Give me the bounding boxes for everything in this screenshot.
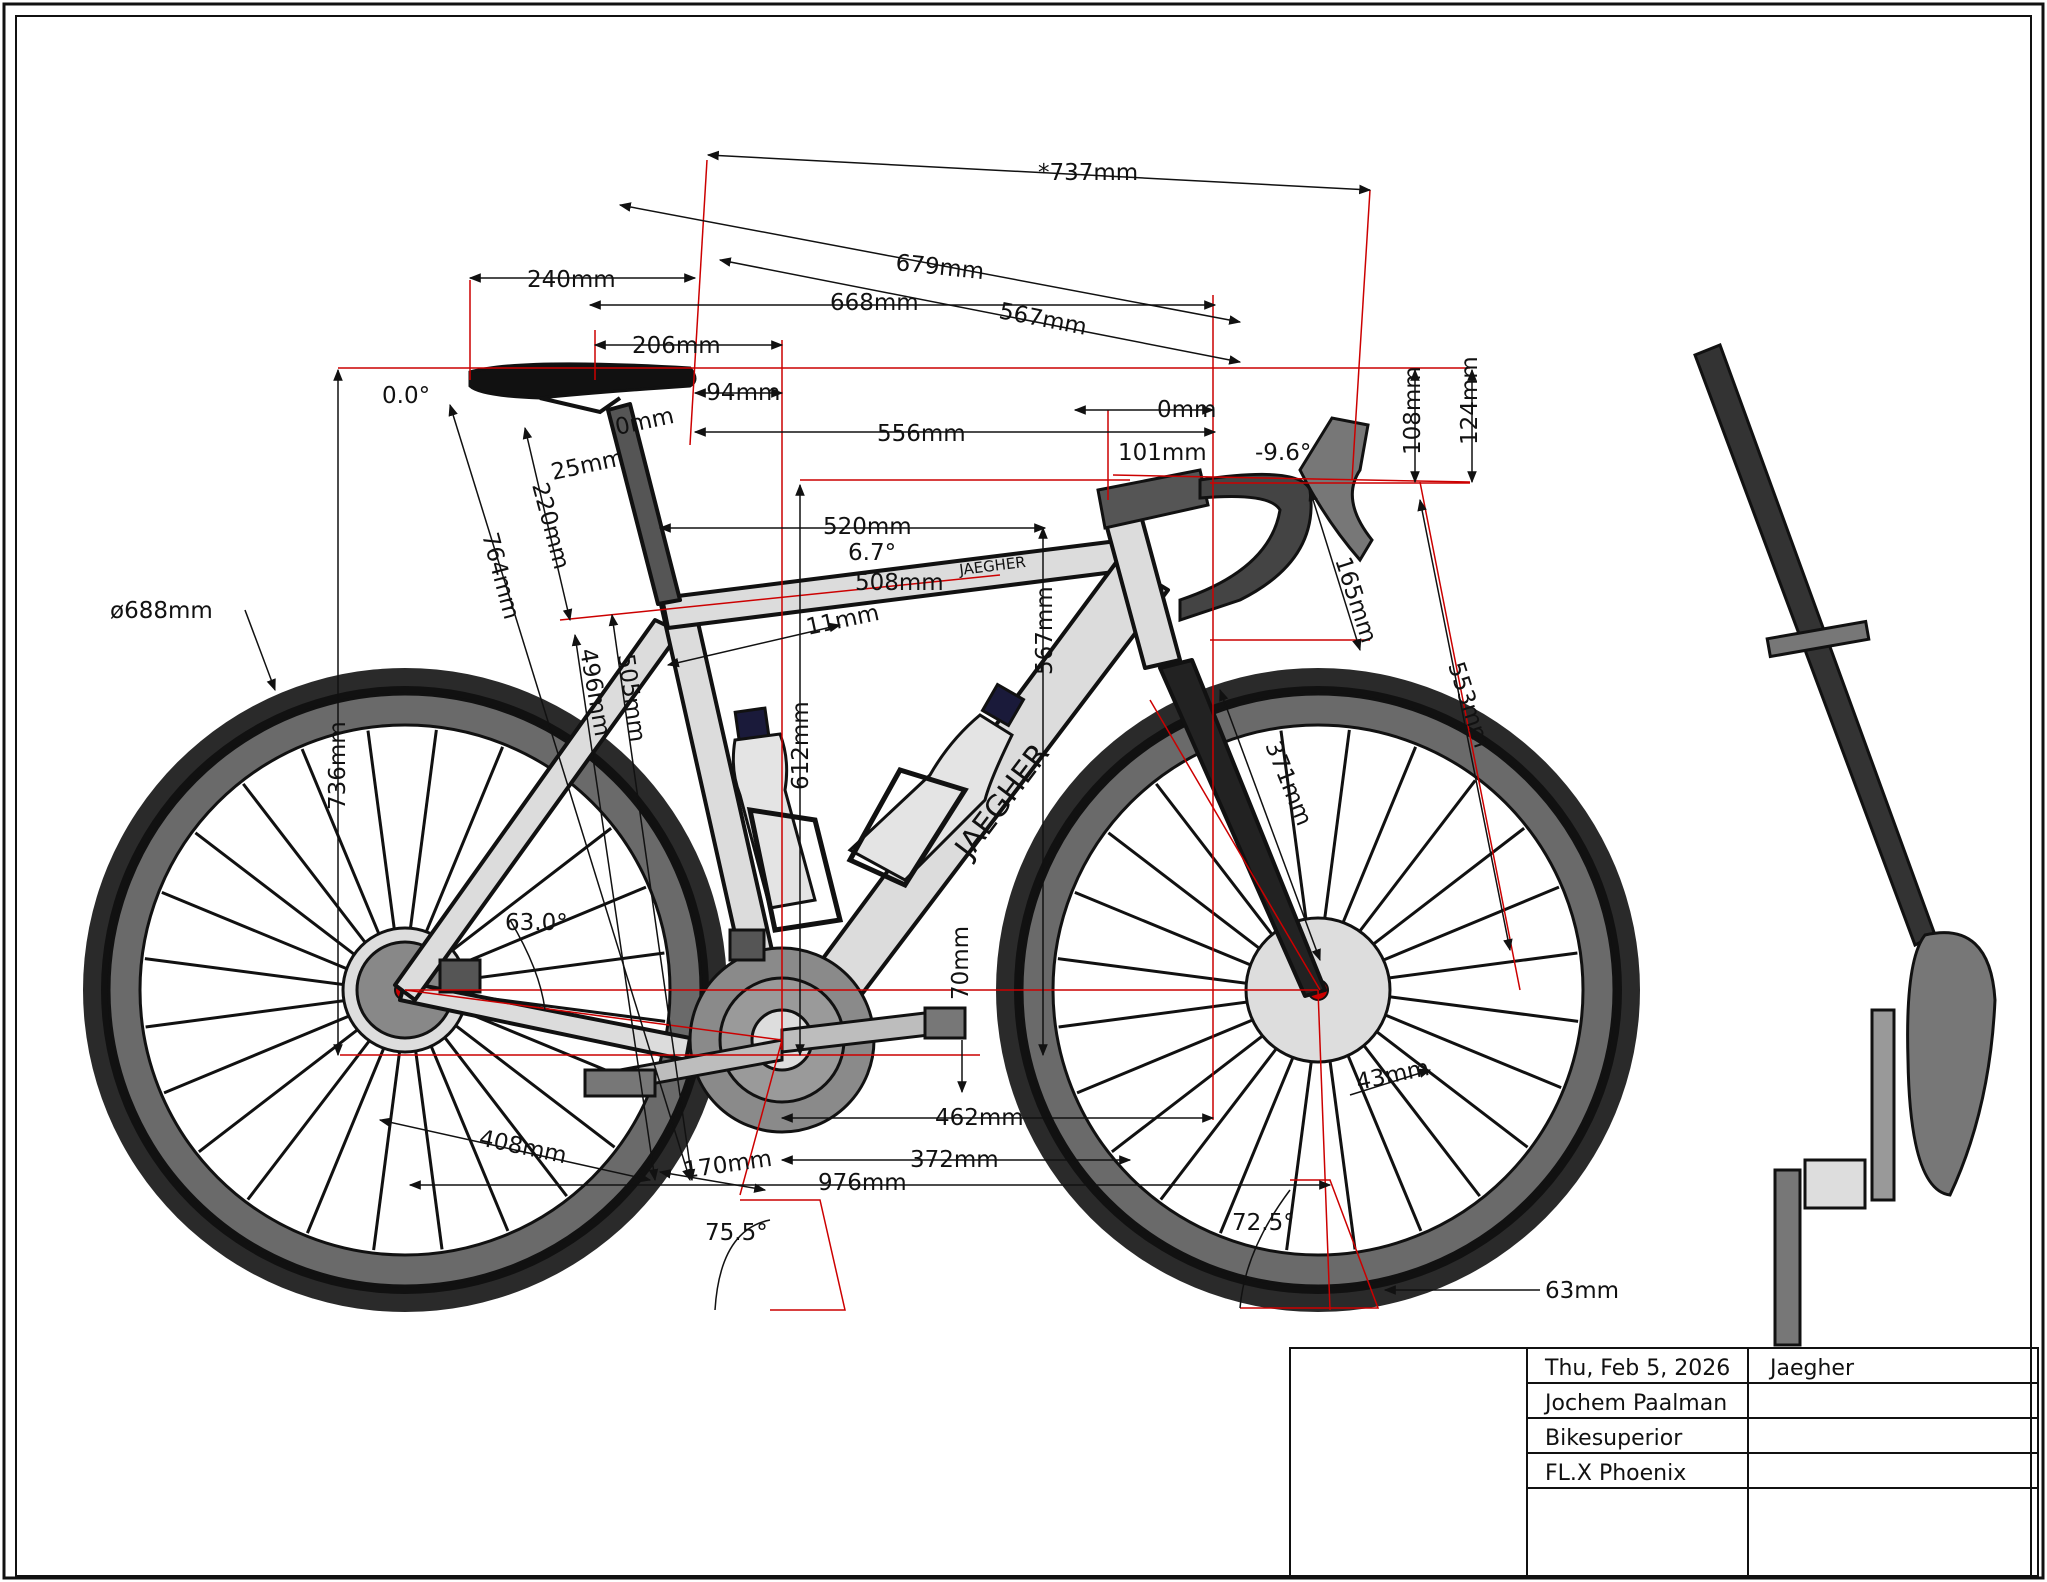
dim-679: 679mm — [894, 250, 985, 285]
dim-angle-chainstay: 63.0° — [505, 910, 568, 936]
dim-668: 668mm — [830, 290, 919, 316]
title-brand: Jaegher — [1768, 1356, 1855, 1381]
bottle-2-cap — [980, 682, 1026, 728]
dim-240: 240mm — [527, 267, 616, 293]
dim-165: 165mm — [1329, 554, 1381, 646]
dim-wheel-diameter: ø688mm — [110, 598, 213, 624]
pedal-left — [583, 1068, 657, 1098]
dim-angle-stem: -9.6° — [1255, 440, 1311, 466]
dim-108: 108mm — [1400, 366, 1426, 455]
dim-63: 63mm — [1545, 1278, 1619, 1304]
dimension-lines — [244, 150, 1540, 1311]
bottle-cage-1 — [746, 806, 844, 933]
dim-70: 70mm — [948, 926, 974, 1000]
rear-derailleur — [438, 958, 482, 994]
saddle — [468, 362, 697, 400]
dim-508: 508mm — [855, 570, 944, 596]
dim-520: 520mm — [823, 514, 912, 540]
stem — [1096, 468, 1210, 530]
title-model: FL.X Phoenix — [1545, 1461, 1686, 1486]
front-derailleur — [728, 928, 766, 962]
dim-737: *737mm — [1038, 160, 1138, 186]
dim-170: 170mm — [682, 1146, 773, 1184]
dim-0-top: 0mm — [1157, 397, 1216, 423]
dim-462: 462mm — [935, 1105, 1024, 1131]
dim-567-stack: 567mm — [1032, 586, 1058, 675]
dim-angle-top: 6.7° — [848, 540, 896, 566]
front-view-saddle — [1906, 931, 1997, 1197]
title-block — [1289, 1347, 2039, 1577]
front-view-bar — [1765, 619, 1871, 659]
sheet-inner-border — [15, 15, 2032, 1577]
dim-976: 976mm — [818, 1170, 907, 1196]
front-view-bb — [1803, 1158, 1867, 1210]
dim-736: 736mm — [325, 721, 351, 810]
dim-372: 372mm — [910, 1147, 999, 1173]
dim-angle-saddle: 0.0° — [382, 383, 430, 409]
dim-124: 124mm — [1457, 356, 1483, 445]
title-company: Bikesuperior — [1545, 1426, 1683, 1451]
dim-25: 25mm — [549, 445, 627, 486]
dim-764: 764mm — [476, 530, 524, 622]
dim-angle-head: 72.5° — [1232, 1210, 1295, 1236]
bottle-1 — [731, 706, 844, 933]
front-view — [1693, 343, 1997, 1347]
dim-94: -94mm — [698, 380, 780, 406]
front-view-crank — [1773, 1168, 1802, 1347]
front-view-chainring — [1870, 1008, 1896, 1202]
dim-612: 612mm — [788, 701, 814, 790]
title-designer: Jochem Paalman — [1543, 1391, 1727, 1416]
title-date: Thu, Feb 5, 2026 — [1544, 1356, 1730, 1381]
dim-556: 556mm — [877, 421, 966, 447]
dim-220: 220mm — [526, 480, 574, 572]
dim-angle-seat: 75.5° — [705, 1220, 768, 1246]
bottle-cage-2 — [846, 767, 969, 889]
bottle-2 — [846, 682, 1026, 889]
dim-206: 206mm — [632, 333, 721, 359]
dim-101: 101mm — [1118, 440, 1207, 466]
handlebar — [1178, 472, 1313, 623]
pedal-right — [923, 1006, 967, 1040]
